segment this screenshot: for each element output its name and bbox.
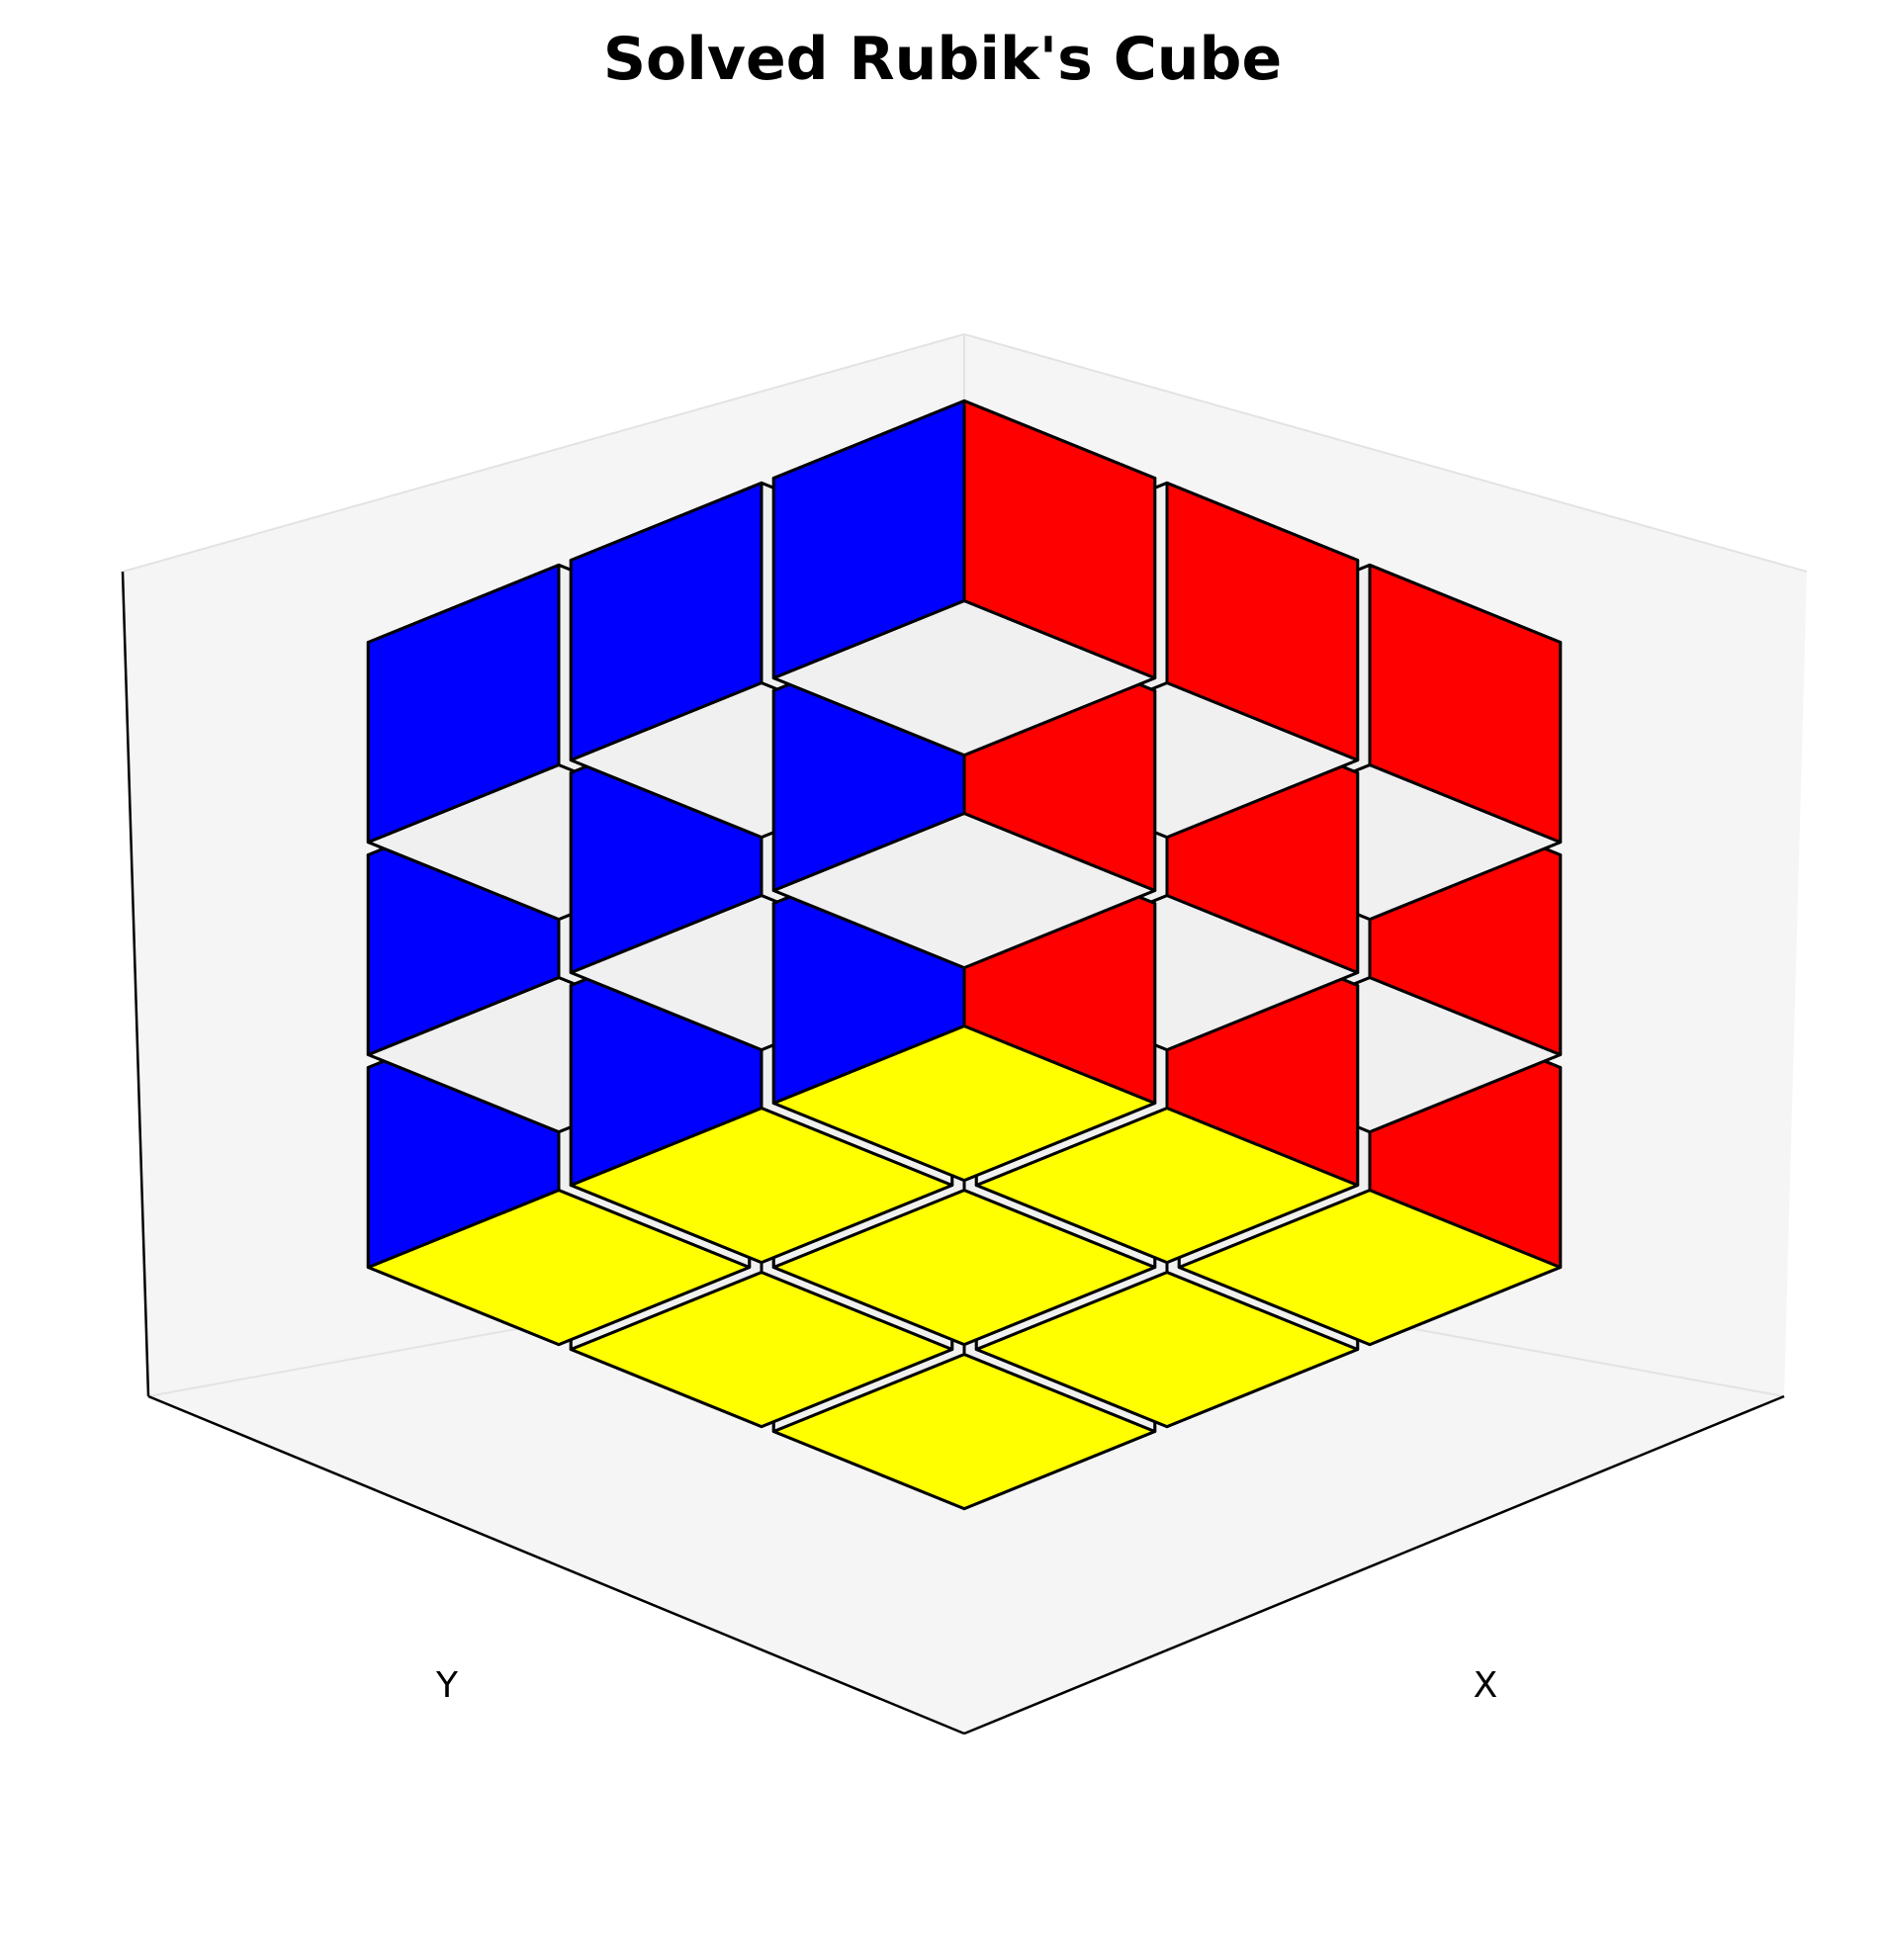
z-axis-line xyxy=(121,571,150,1397)
sticker-right xyxy=(569,481,763,762)
chart-title: Solved Rubik's Cube xyxy=(603,25,1282,94)
x-axis-line xyxy=(963,1394,1785,1736)
y-axis-label: Y xyxy=(435,1665,459,1706)
sticker-right xyxy=(366,563,561,845)
cube-stickers xyxy=(366,399,1563,1511)
sticker-right xyxy=(771,399,966,680)
pane-edge-top-right xyxy=(963,333,1808,573)
x-axis-label: X xyxy=(1474,1665,1498,1706)
y-axis-line xyxy=(147,1394,965,1736)
pane-edge-top-left xyxy=(122,333,965,573)
